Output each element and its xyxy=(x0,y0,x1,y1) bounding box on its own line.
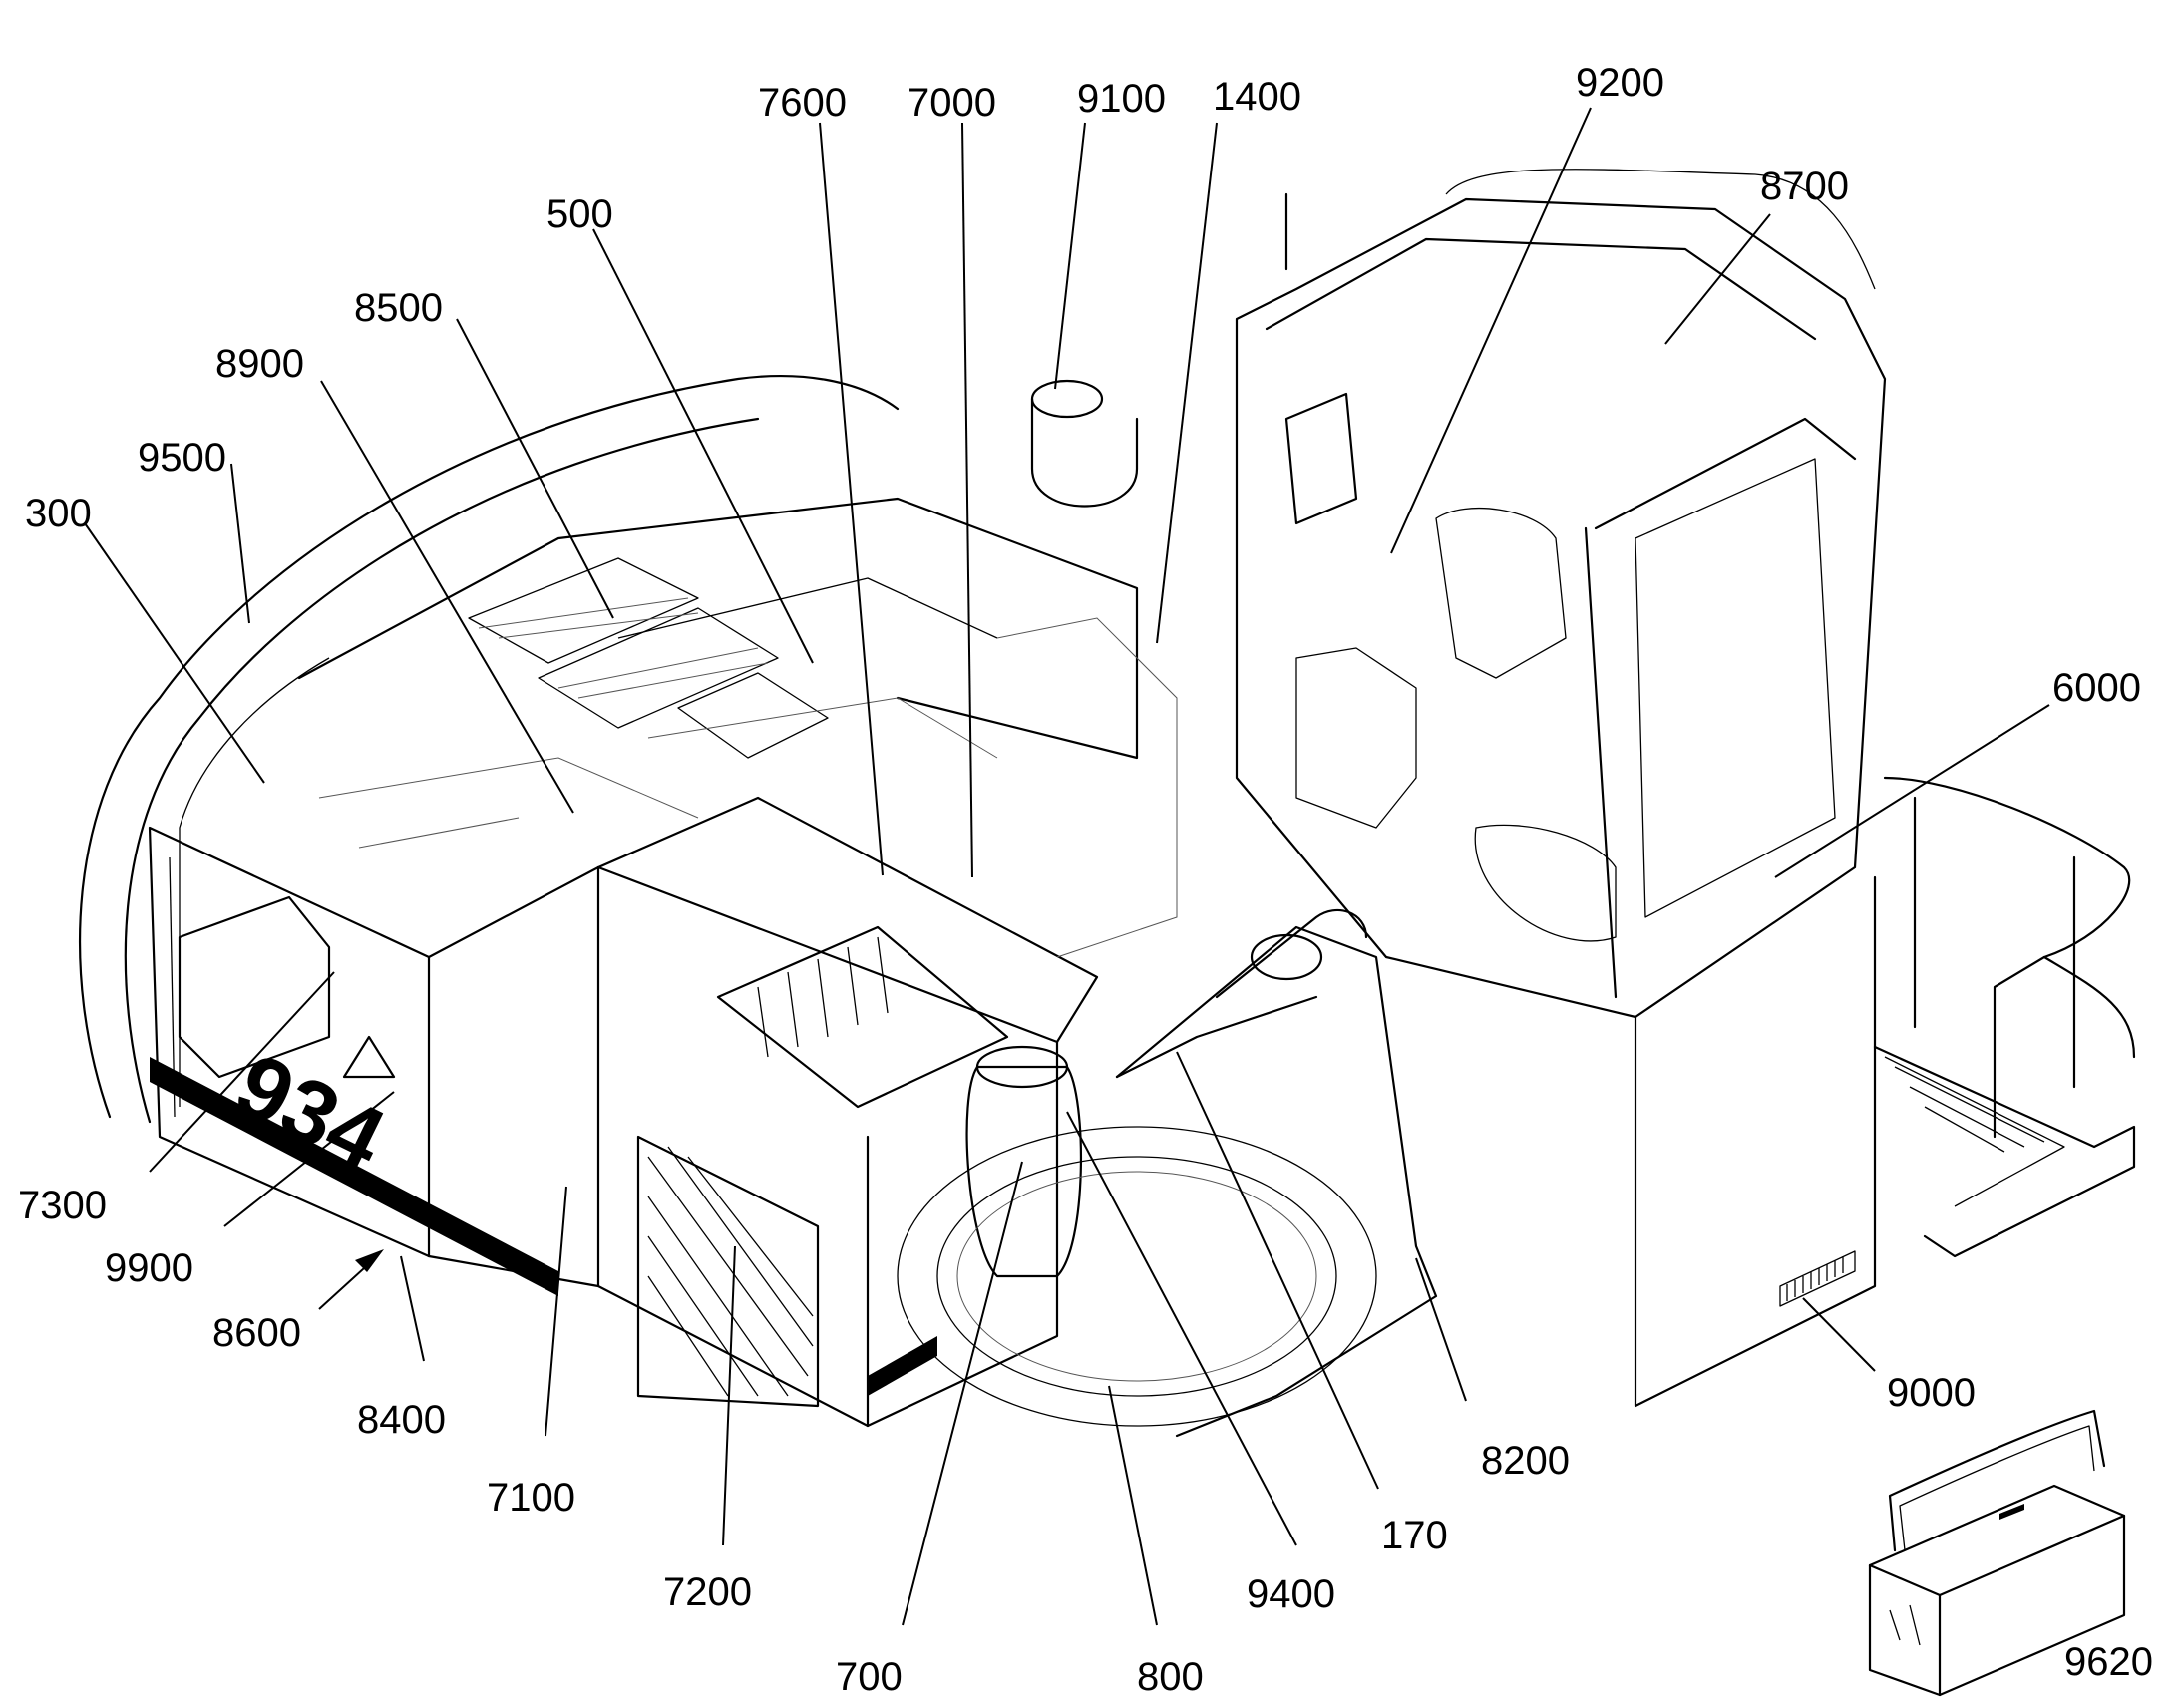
walkway-step-drawing xyxy=(1873,776,2136,1258)
callout-9000: 9000 xyxy=(1887,1371,1976,1415)
callout-170: 170 xyxy=(1381,1514,1448,1557)
callout-800: 800 xyxy=(1137,1655,1204,1699)
callout-7300: 7300 xyxy=(18,1184,107,1227)
slewing-ring xyxy=(897,1126,1377,1427)
callout-8500: 8500 xyxy=(354,286,443,330)
callout-6000: 6000 xyxy=(2052,666,2141,710)
warning-triangle-icon xyxy=(342,1035,396,1079)
callout-8700: 8700 xyxy=(1760,165,1849,208)
callout-500: 500 xyxy=(546,192,613,236)
callout-8900: 8900 xyxy=(215,342,304,386)
hood-grille xyxy=(468,557,829,759)
callout-7100: 7100 xyxy=(487,1476,575,1520)
callout-700: 700 xyxy=(836,1655,903,1699)
upper-structure-drawing: 934 xyxy=(79,375,1438,1438)
callout-300: 300 xyxy=(25,492,92,535)
callout-8600: 8600 xyxy=(212,1311,301,1355)
operator-cab-drawing xyxy=(1235,169,1887,1408)
callout-9400: 9400 xyxy=(1247,1572,1335,1616)
callout-7600: 7600 xyxy=(758,81,847,125)
callout-9200: 9200 xyxy=(1576,61,1664,105)
side-grille xyxy=(636,1135,820,1408)
leader-lines xyxy=(84,107,2050,1626)
callout-8200: 8200 xyxy=(1481,1439,1570,1483)
callout-7200: 7200 xyxy=(663,1570,752,1614)
model-lettering: 934 xyxy=(220,1035,399,1191)
louvre-panel xyxy=(716,925,1009,1109)
callout-labels: 7600 7000 9100 1400 9200 8700 500 8500 8… xyxy=(18,61,2153,1699)
callout-9500: 9500 xyxy=(138,436,226,480)
toolbox-drawing xyxy=(1868,1409,2126,1697)
callout-1400: 1400 xyxy=(1213,75,1301,119)
arrowhead-icon xyxy=(355,1249,384,1272)
callout-9620: 9620 xyxy=(2064,1640,2153,1684)
serial-plate xyxy=(1779,1250,1856,1307)
callout-9100: 9100 xyxy=(1077,77,1166,121)
callout-7000: 7000 xyxy=(908,81,996,125)
callout-8400: 8400 xyxy=(357,1398,446,1442)
callout-9900: 9900 xyxy=(105,1246,193,1290)
